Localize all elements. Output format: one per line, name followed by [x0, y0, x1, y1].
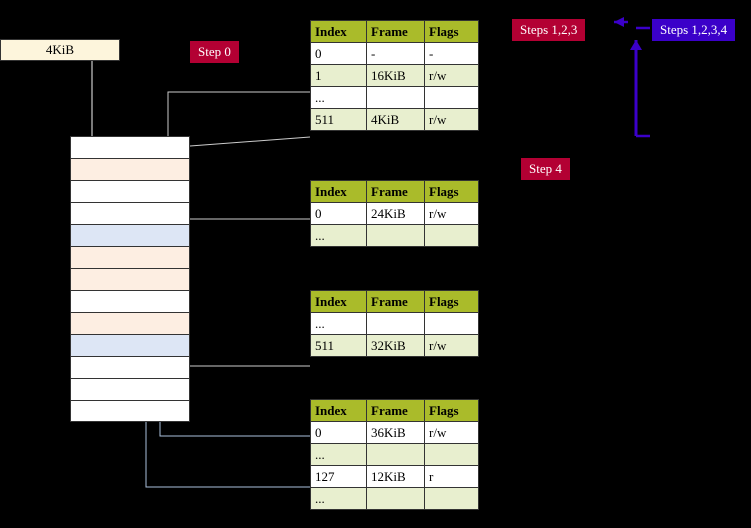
cell-index: ...	[310, 443, 367, 466]
steps-1234-label: Steps 1,2,3,4	[652, 19, 736, 41]
cell-frame: 32KiB	[366, 334, 425, 357]
step-4-label: Step 4	[521, 158, 570, 180]
cell-index: 0	[310, 42, 367, 65]
cell-flags: r	[424, 465, 479, 488]
memory-frame-row	[70, 136, 190, 158]
cell-flags: -	[424, 42, 479, 65]
table-header-flags: Flags	[424, 180, 479, 203]
cell-frame: 36KiB	[366, 421, 425, 444]
memory-frame-row	[70, 290, 190, 312]
cell-flags: r/w	[424, 334, 479, 357]
cell-index: ...	[310, 224, 367, 247]
memory-frame-row	[70, 400, 190, 422]
cell-frame: 24KiB	[366, 202, 425, 225]
memory-frame-row	[70, 378, 190, 400]
cell-flags: r/w	[424, 202, 479, 225]
memory-frame-row	[70, 334, 190, 356]
cell-index: ...	[310, 312, 367, 335]
steps-123-label: Steps 1,2,3	[512, 19, 586, 41]
cell-flags	[424, 312, 479, 335]
cell-index: 511	[310, 108, 367, 131]
cell-flags	[424, 86, 479, 109]
table-header-index: Index	[310, 180, 367, 203]
cell-flags	[424, 443, 479, 466]
cell-frame	[366, 487, 425, 510]
memory-frame-box	[0, 39, 120, 61]
cell-index: ...	[310, 487, 367, 510]
cell-frame: 16KiB	[366, 64, 425, 87]
table-header-index: Index	[310, 290, 367, 313]
memory-frame-row	[70, 356, 190, 378]
memory-frame-row	[70, 158, 190, 180]
cell-flags: r/w	[424, 108, 479, 131]
memory-frame-row	[70, 202, 190, 224]
cell-flags	[424, 224, 479, 247]
cell-index: ...	[310, 86, 367, 109]
cell-index: 127	[310, 465, 367, 488]
table-row: 0--	[310, 42, 479, 65]
table-row: ...	[310, 224, 479, 247]
cell-frame	[366, 443, 425, 466]
table-header-index: Index	[310, 20, 367, 43]
table-header-frame: Frame	[366, 399, 425, 422]
cell-frame	[366, 224, 425, 247]
memory-frame-row	[70, 246, 190, 268]
table-header-flags: Flags	[424, 399, 479, 422]
table-row: ...	[310, 86, 479, 109]
cell-flags	[424, 487, 479, 510]
cell-flags: r/w	[424, 421, 479, 444]
cell-frame	[366, 86, 425, 109]
memory-frame-row	[70, 224, 190, 246]
table-row: ...	[310, 312, 479, 335]
table-header-flags: Flags	[424, 290, 479, 313]
cell-index: 511	[310, 334, 367, 357]
physical-memory-column	[70, 136, 190, 422]
table-row: ...	[310, 487, 479, 510]
step-0-label: Step 0	[190, 41, 239, 63]
table-header-frame: Frame	[366, 290, 425, 313]
cell-frame: 12KiB	[366, 465, 425, 488]
cell-flags: r/w	[424, 64, 479, 87]
table-row: ...	[310, 443, 479, 466]
memory-frame-label: 4KiB	[45, 42, 75, 57]
cell-frame: 4KiB	[366, 108, 425, 131]
memory-frame-row	[70, 268, 190, 290]
table-header-frame: Frame	[366, 180, 425, 203]
table-header-flags: Flags	[424, 20, 479, 43]
cell-frame	[366, 312, 425, 335]
table-header-index: Index	[310, 399, 367, 422]
cell-index: 0	[310, 202, 367, 225]
cell-frame: -	[366, 42, 425, 65]
memory-frame-row	[70, 312, 190, 334]
table-header-frame: Frame	[366, 20, 425, 43]
cell-index: 0	[310, 421, 367, 444]
cell-index: 1	[310, 64, 367, 87]
memory-frame-row	[70, 180, 190, 202]
